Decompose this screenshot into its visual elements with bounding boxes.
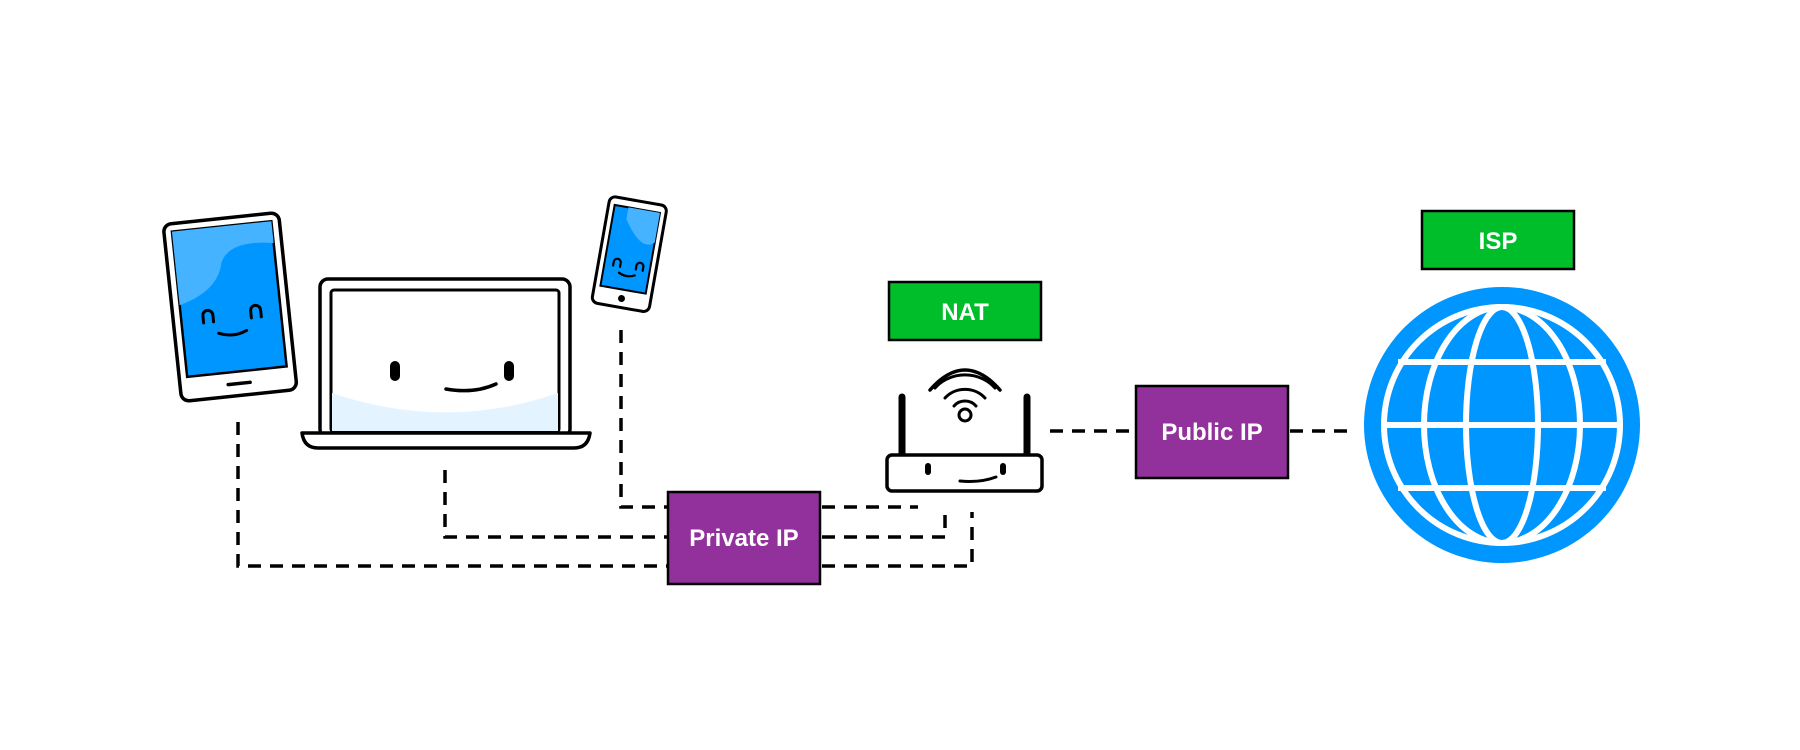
laptop-connection (443, 470, 668, 539)
private-ip-label-box: Private IP (666, 490, 822, 586)
tablet-connection (236, 422, 668, 568)
nat-label: NAT (941, 299, 989, 326)
isp-label-box: ISP (1420, 209, 1576, 271)
nat-label-box: NAT (887, 280, 1043, 342)
public-ip-label: Public IP (1161, 419, 1262, 446)
wifi-router-icon (885, 368, 1044, 493)
isp-label: ISP (1479, 228, 1518, 255)
connection-lines (236, 330, 1356, 568)
public-ip-label-box: Public IP (1134, 384, 1290, 480)
phone-connection (619, 330, 668, 509)
smartphone-icon (590, 195, 668, 313)
tablet-icon (162, 211, 299, 403)
private-to-router-3 (822, 512, 974, 568)
globe-icon (1364, 287, 1640, 563)
private-to-router-2 (822, 512, 947, 539)
laptop-icon (300, 277, 592, 450)
private-ip-label: Private IP (689, 525, 798, 552)
